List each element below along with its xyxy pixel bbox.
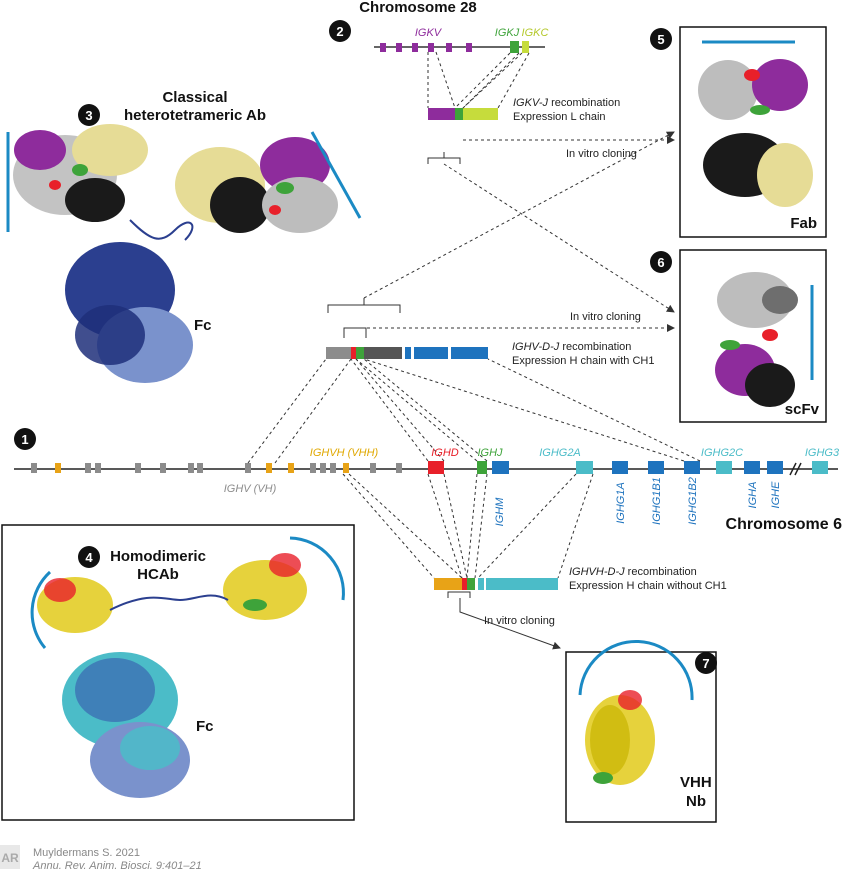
badge-6: 6: [650, 251, 672, 273]
h-recombination-rest: recombination: [559, 341, 631, 353]
hc-chain-connectors: [342, 473, 594, 579]
l-recombination-rest: recombination: [548, 97, 620, 109]
badge-1-label: 1: [21, 432, 28, 447]
homodimeric-title-line2: HCAb: [137, 566, 179, 583]
classical-antibody-structure: [6, 124, 362, 383]
ighg2a-label: IGHG2A: [539, 447, 581, 459]
hc-expression-text: Expression H chain without CH1: [569, 580, 727, 592]
classical-title-line2: heterotetrameric Ab: [124, 107, 266, 124]
cloning-brackets: [327, 152, 471, 598]
igkv-label: IGKV: [415, 27, 443, 39]
vhh-panel: [565, 639, 717, 823]
ar-logo-text: AR: [1, 851, 19, 865]
h-chain-connectors: [247, 358, 701, 464]
fc-label-classical: Fc: [194, 317, 212, 334]
igha-label: IGHA: [747, 482, 759, 509]
chromosome-6-title: Chromosome 6: [726, 516, 842, 533]
classical-title-line1: Classical: [162, 89, 227, 106]
badge-5: 5: [650, 28, 672, 50]
vhh-label: VHH: [680, 774, 712, 791]
badge-2-label: 2: [336, 24, 343, 39]
h-recombination-gene: IGHV-D-J: [512, 341, 560, 353]
ighg1b2-label: IGHG1B2: [687, 477, 699, 525]
homodimeric-title-line1: Homodimeric: [110, 548, 206, 565]
ighj-label: IGHJ: [477, 447, 503, 459]
fab-label: Fab: [790, 215, 817, 232]
badge-2: 2: [329, 20, 351, 42]
fc-label-hcab: Fc: [196, 718, 214, 735]
scfv-panel: [679, 249, 827, 423]
chromosome-6: [14, 461, 838, 476]
ighg2c-label: IGHG2C: [701, 447, 743, 459]
l-chain-gene: [428, 108, 498, 120]
cloning-text-3: In vitro cloning: [484, 615, 555, 627]
cloning-text-2: In vitro cloning: [570, 311, 641, 323]
chromosome-28-title: Chromosome 28: [359, 0, 477, 16]
badge-7-label: 7: [702, 656, 709, 671]
ighg1b1-label: IGHG1B1: [651, 477, 663, 525]
ighg1a-label: IGHG1A: [615, 482, 627, 524]
badge-4: 4: [78, 546, 100, 568]
badge-6-label: 6: [657, 255, 664, 270]
hc-recombination-text: IGHVH-D-J recombination: [569, 566, 697, 578]
l-recombination-text: IGKV-J recombination: [513, 97, 620, 109]
igkc-label: IGKC: [522, 27, 549, 39]
badge-3-label: 3: [85, 108, 92, 123]
badge-7: 7: [695, 652, 717, 674]
h-expression-text: Expression H chain with CH1: [512, 355, 654, 367]
credit-line2: Annu. Rev. Anim. Biosci. 9:401–21: [32, 860, 202, 872]
ighd-label: IGHD: [431, 447, 459, 459]
chromosome-28: [374, 41, 545, 53]
h-recombination-text: IGHV-D-J recombination: [512, 341, 631, 353]
hc-chain-gene: [434, 578, 558, 590]
chr28-connectors: [427, 51, 530, 109]
ar-logo: AR: [0, 845, 20, 869]
hc-recombination-rest: recombination: [625, 566, 697, 578]
badge-3: 3: [78, 104, 100, 126]
ighg3-label: IGHG3: [805, 447, 840, 459]
badge-4-label: 4: [85, 550, 93, 565]
h-chain-gene: [326, 347, 488, 359]
nb-label: Nb: [686, 793, 706, 810]
ighv-label: IGHV (VH): [224, 483, 277, 495]
fab-panel: [679, 26, 827, 238]
credit-line1: Muyldermans S. 2021: [33, 847, 140, 859]
igkj-label: IGKJ: [495, 27, 520, 39]
ighvh-label: IGHVH (VHH): [310, 447, 379, 459]
cloning-arrows: [355, 131, 675, 650]
hc-recombination-gene: IGHVH-D-J: [569, 566, 625, 578]
ighm-label: IGHM: [494, 497, 506, 527]
l-recombination-gene: IGKV-J: [513, 97, 549, 109]
hcab-panel: [1, 524, 355, 821]
badge-5-label: 5: [657, 32, 664, 47]
ighe-label: IGHE: [770, 481, 782, 509]
badge-1: 1: [14, 428, 36, 450]
l-expression-text: Expression L chain: [513, 111, 606, 123]
cloning-text-1: In vitro cloning: [566, 148, 637, 160]
scfv-label: scFv: [785, 401, 820, 418]
